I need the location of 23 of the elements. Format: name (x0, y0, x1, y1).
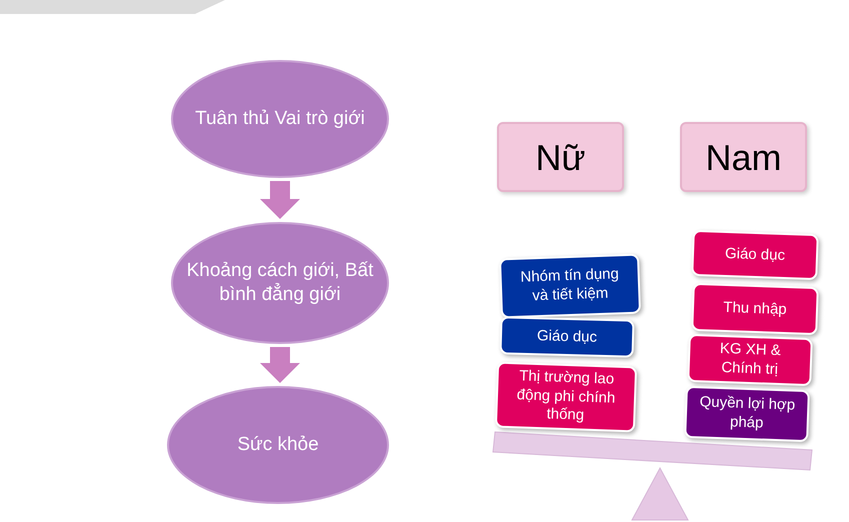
factor-box (500, 316, 634, 358)
node-label: Nhóm tín dụng và tiết kiệm (519, 265, 620, 306)
block-arrow (260, 347, 300, 383)
factor-box (691, 230, 819, 280)
node-label: Giáo dục (536, 326, 598, 348)
node-label: Nam (705, 136, 782, 180)
node-label: Giáo dục (724, 244, 786, 266)
factor-box (691, 282, 819, 336)
factor-box (494, 362, 638, 432)
block-arrow (260, 181, 300, 219)
node-label: Tuân thủ Vai trò giới (195, 107, 365, 131)
node-label: Quyền lợi hợp pháp (698, 394, 796, 434)
node-label: Thu nhập (723, 298, 787, 320)
heading-box (497, 122, 624, 192)
factor-box (687, 334, 813, 386)
factor-box (684, 386, 810, 442)
heading-box (680, 122, 807, 192)
node-label: KG XH & Chính trị (718, 340, 782, 380)
node-label: Sức khỏe (237, 433, 319, 457)
node-label: Nữ (535, 136, 586, 180)
node-label: Khoảng cách giới, Bất bình đẳng giới (186, 259, 374, 307)
node-label: Thị trường lao động phi chính thống (516, 366, 616, 426)
factor-box (499, 254, 641, 318)
